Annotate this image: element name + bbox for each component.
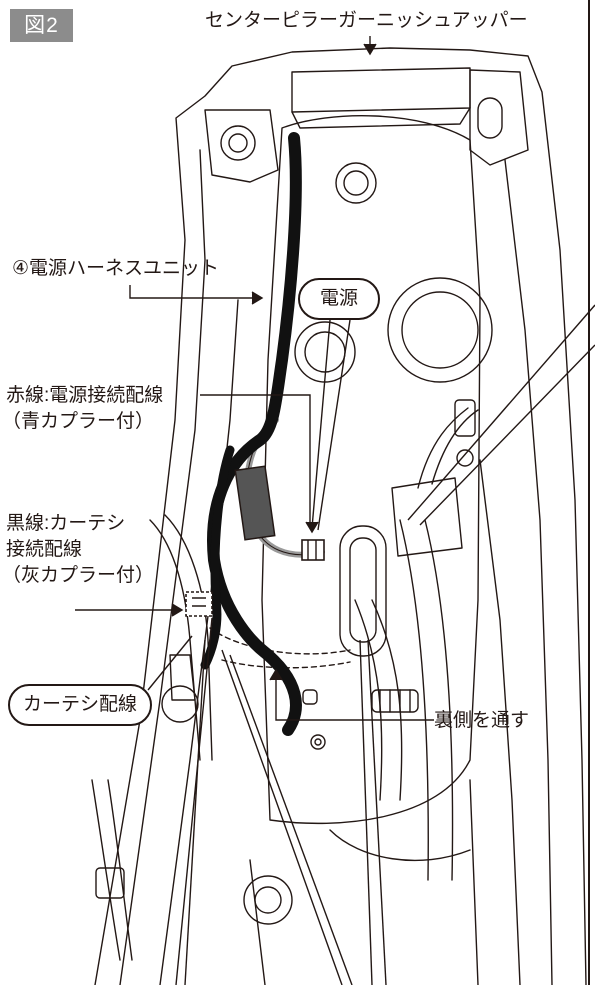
figure-badge: 図2 [10, 9, 73, 42]
coupler-cable-up [417, 407, 469, 489]
right-clip-tie [371, 689, 419, 713]
leader-red-wire [200, 394, 311, 528]
pillar-inner-right [504, 159, 553, 985]
leader-back-route [275, 672, 434, 721]
leader-down-3 [221, 649, 343, 985]
left-bracket-clip [169, 654, 196, 701]
leader-down-2 [184, 639, 206, 985]
left-bottom-cable [91, 779, 121, 961]
left-mount-hole [220, 125, 256, 161]
noise-filter [234, 465, 276, 541]
harness-branch [200, 445, 235, 670]
right-bundle [399, 519, 429, 881]
inner-panel [261, 115, 481, 825]
red-wire-label-2: （青カプラー付） [2, 411, 155, 432]
panel-slot [302, 689, 318, 705]
leader-harness [129, 285, 258, 299]
leader-down-1 [175, 617, 213, 985]
leader-power-2 [317, 319, 351, 531]
courtesy-coupler [185, 591, 213, 617]
left-side-loom [149, 519, 201, 761]
left-mount-lug [204, 109, 279, 183]
leader-courtesy [147, 635, 193, 691]
black-wire-label-2: 接続配線 [6, 539, 83, 560]
pillar-inner-left-2 [159, 299, 239, 985]
center-receptacle [339, 525, 387, 657]
panel-hole-2 [387, 277, 493, 383]
leader-power-1 [311, 319, 331, 529]
pillar-outline [94, 47, 587, 985]
panel-hole-4 [310, 734, 326, 750]
leader-down-4 [229, 654, 353, 985]
harness-main [207, 132, 302, 736]
through-back-label: 裏側を通す [434, 710, 530, 731]
panel-hole-1 [335, 162, 377, 204]
leader-down-6 [367, 639, 387, 985]
frame-right-border [588, 0, 590, 985]
leader-down-5 [359, 639, 373, 985]
hidden-route [209, 627, 351, 655]
coupler-housing [391, 477, 463, 557]
red-wire-label-1: 赤線:電源接続配線 [6, 385, 164, 406]
bottom-hole [243, 875, 293, 925]
leader-top-arrow [363, 43, 377, 56]
power-coupler [301, 539, 325, 561]
courtesy-wiring-callout: カーテシ配線 [8, 684, 152, 726]
right-mount-lug [469, 69, 529, 166]
leader-right-1 [407, 304, 595, 521]
top-bracket [291, 67, 471, 113]
black-wire-label-3: （灰カプラー付） [2, 565, 155, 586]
top-part-label: センターピラーガーニッシュアッパー [205, 10, 528, 31]
black-wire-label-1: 黒線:カーテシ [6, 513, 126, 534]
harness-unit-label: ④電源ハーネスユニット [12, 258, 220, 279]
pillar-inner-right-2 [479, 459, 521, 985]
right-mount-slot [477, 97, 503, 139]
left-grommet [161, 685, 199, 723]
leader-right-2 [419, 344, 595, 526]
pillar-inner-left [119, 149, 206, 985]
power-callout: 電源 [298, 278, 380, 320]
